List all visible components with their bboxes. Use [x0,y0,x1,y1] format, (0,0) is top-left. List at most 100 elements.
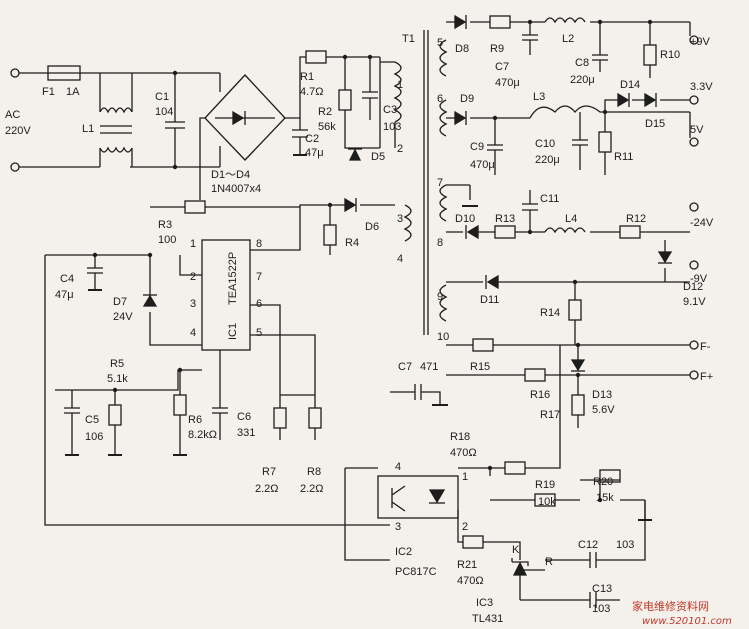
resistor-r2 [338,89,352,111]
ic2-pc817c [377,475,459,519]
c6-label: C6 [237,411,251,423]
t1-pin-9: 9 [437,291,443,303]
resistor-r7 [273,407,287,429]
r12-label: R12 [626,213,646,225]
r2-value: 56k [318,121,336,133]
resistor-r11 [598,131,612,153]
d9-label: D9 [460,93,474,105]
r15-label: R15 [470,361,490,373]
r8-value: 2.2Ω [300,483,324,495]
ic3-k-pin: K [512,544,520,556]
t1-label: T1 [402,33,415,45]
junction-dots [92,19,653,503]
r19-value: 10k [538,496,556,508]
terminal-minus-24v [689,202,699,212]
resistor-r10 [643,44,657,66]
c2-label: C2 [305,133,319,145]
r20-value: 15k [596,492,614,504]
fuse-rating: 1A [66,86,80,98]
resistor-r15 [472,338,494,352]
ic3-label: IC3 [476,597,493,609]
ac-terminal-bottom [10,162,20,172]
t1-sec-winding-5-6 [439,39,448,77]
r18-label: R18 [450,431,470,443]
c6-value: 331 [237,427,255,439]
d6-label: D6 [365,221,379,233]
resistor-r17 [571,394,585,416]
ic2-label: IC2 [395,546,412,558]
c4-label: C4 [60,273,74,285]
l2-label: L2 [562,33,574,45]
choke-label: L1 [82,123,94,135]
resistor-r8 [308,407,322,429]
bridge-part: 1N4007x4 [211,183,261,195]
resistor-r16 [524,368,546,382]
ic2-part: PC817C [395,566,437,578]
rail-minus-9v: D11 D12 9.1V -9V [446,240,708,308]
bridge-label: D1～D4 [211,169,250,181]
terminal-3v3 [689,95,699,105]
r18-value: 470Ω [450,447,477,459]
rail-minus-24v: D10 R13 L4 C11 R12 -24V [446,184,714,240]
inductor-l4 [544,227,586,234]
resistor-r18 [504,461,526,475]
d11-label: D11 [480,294,499,306]
t1-sec-winding-6-7 [439,99,448,137]
ic1-pin-4: 4 [190,327,196,339]
r19-label: R19 [535,479,555,491]
ic1-label: IC1 [227,323,239,340]
c1-value: 104 [155,106,173,118]
out-f-minus: F- [700,341,711,353]
ac-label: AC [5,109,20,121]
c9-value: 470μ [470,159,495,171]
choke-l1-top [99,107,133,114]
c9-label: C9 [470,141,484,153]
rail-plus-9v: D8 R9 L2 C7 470μ C8 220μ R10 +9V [446,14,711,89]
filament-supply: R14 R15 F- R16 D13 5.6V R17 F+ C7 471 [390,282,713,428]
c7b-value: 471 [420,361,438,373]
r13-label: R13 [495,213,515,225]
r7-value: 2.2Ω [255,483,279,495]
resistor-r4 [323,224,337,246]
out-f-plus: F+ [700,371,713,383]
out-5v: 5V [690,124,704,136]
terminal-plus-9v [689,35,699,45]
choke-l1-bottom [99,146,133,153]
ic2-pin-1: 1 [462,471,468,483]
d12-value: 9.1V [683,296,706,308]
terminal-f-plus [689,370,699,380]
r3-label: R3 [158,219,172,231]
r2-label: R2 [318,106,332,118]
resistor-r20 [599,469,621,483]
r6-value: 8.2kΩ [188,429,217,441]
resistor-r13 [494,225,516,239]
r14-label: R14 [540,307,560,319]
c3-label: C3 [383,104,397,116]
rail-3v3-5v: D9 L3 C9 470μ C10 220μ R11 D14 D15 3.3V … [446,79,713,175]
inductor-l2 [544,17,586,24]
c2-value: 47μ [305,147,324,159]
c1-label: C1 [155,91,169,103]
bridge-rectifier: D1～D4 1N4007x4 [199,73,300,200]
d12-label: D12 [683,281,703,293]
terminal-f-minus [689,340,699,350]
out-3v3: 3.3V [690,81,713,93]
c13-value: 103 [592,603,610,615]
c13-label: C13 [592,583,612,595]
c10-value: 220μ [535,154,560,166]
ic2-pin-2: 2 [462,521,468,533]
terminal-5v [689,137,699,147]
t1-pin-1: 1 [397,79,403,91]
r9-label: R9 [490,43,504,55]
feedback-section: 4 3 1 2 IC2 PC817C R18 470Ω R19 10k R20 … [344,345,652,625]
resistor-r19 [534,493,556,507]
r5-label: R5 [110,358,124,370]
l3-label: L3 [533,91,545,103]
d15-label: D15 [645,118,665,130]
resistor-r1 [305,50,327,64]
t1-pin-4: 4 [397,253,403,265]
ic1-pin-3: 3 [190,298,196,310]
r1-value: 4.7Ω [300,86,324,98]
